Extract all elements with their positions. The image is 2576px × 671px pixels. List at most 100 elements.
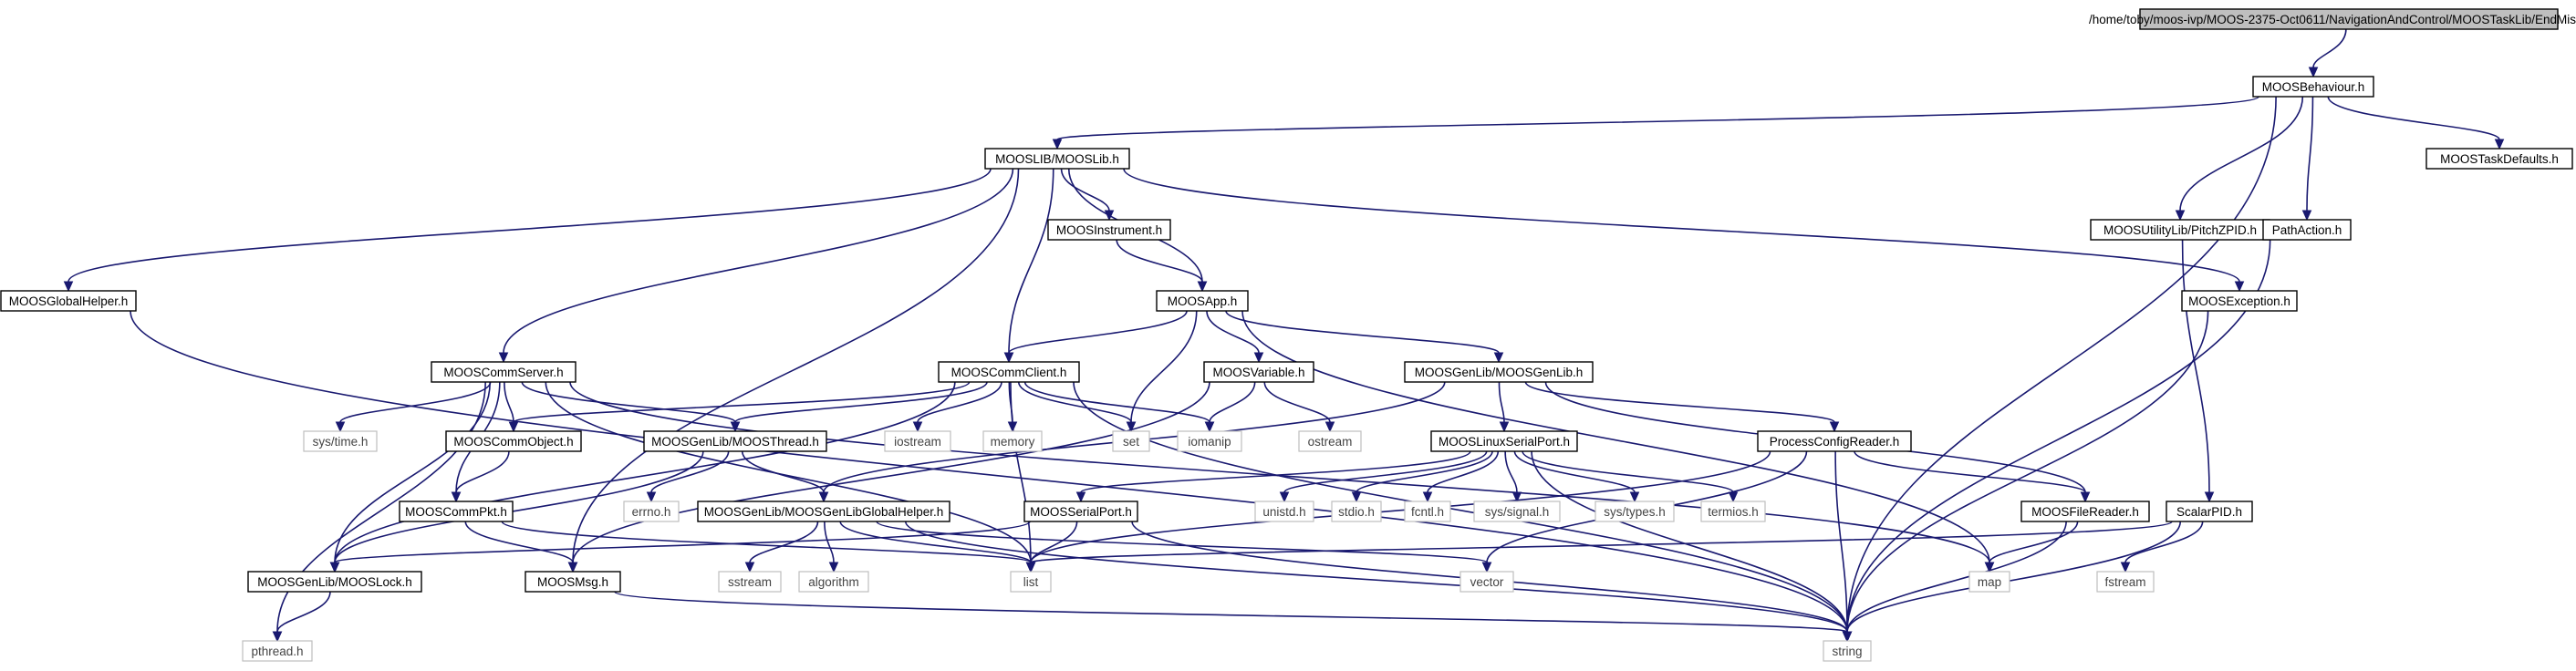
node-label: MOOSUtilityLib/PitchZPID.h <box>2103 223 2257 237</box>
edge-commpkt-to-msg <box>464 521 578 573</box>
node-taskdefaults[interactable]: MOOSTaskDefaults.h <box>2425 148 2573 170</box>
node-pathaction[interactable]: PathAction.h <box>2262 219 2352 241</box>
node-label: /home/toby/moos-ivp/MOOS-2375-Oct0611/Na… <box>2089 13 2576 26</box>
node-label: MOOSGlobalHelper.h <box>9 294 129 308</box>
node-label: memory <box>991 435 1035 449</box>
node-commpkt[interactable]: MOOSCommPkt.h <box>399 501 514 522</box>
node-label: MOOSCommPkt.h <box>405 505 507 519</box>
node-commclient[interactable]: MOOSCommClient.h <box>938 361 1080 383</box>
node-memory: memory <box>982 430 1043 452</box>
edge-linuxserial-to-syssignal <box>1504 450 1522 503</box>
node-label: MOOSCommServer.h <box>443 366 563 379</box>
edge-commserver-to-systime <box>335 381 492 433</box>
node-thread[interactable]: MOOSGenLib/MOOSThread.h <box>643 430 827 452</box>
node-label: ScalarPID.h <box>2176 505 2242 519</box>
edge-lock-to-pthread <box>272 591 331 643</box>
edge-behaviour-to-pitchzpid <box>2175 96 2304 222</box>
node-label: sys/types.h <box>1604 505 1666 519</box>
node-globalhelper[interactable]: MOOSGlobalHelper.h <box>0 290 137 312</box>
node-serialport[interactable]: MOOSSerialPort.h <box>1023 501 1138 522</box>
node-label: set <box>1123 435 1139 449</box>
edge-mooslib-to-commclient <box>1003 168 1054 364</box>
node-list: list <box>1010 571 1052 593</box>
node-label: MOOSLIB/MOOSLib.h <box>995 152 1119 166</box>
node-label: string <box>1832 645 1862 658</box>
node-label: MOOSGenLib/MOOSGenLib.h <box>1415 366 1584 379</box>
node-label: errno.h <box>632 505 671 519</box>
node-instrument[interactable]: MOOSInstrument.h <box>1047 219 1171 241</box>
node-label: map <box>1978 575 2001 589</box>
node-app[interactable]: MOOSApp.h <box>1156 290 1249 312</box>
edge-scalarpid-to-fstream <box>2120 521 2204 573</box>
edge-app-to-commclient <box>1003 310 1188 364</box>
node-label: MOOSVariable.h <box>1212 366 1304 379</box>
node-genlibhelper[interactable]: MOOSGenLib/MOOSGenLibGlobalHelper.h <box>697 501 950 522</box>
node-mooslib[interactable]: MOOSLIB/MOOSLib.h <box>984 148 1130 170</box>
edge-behaviour-to-taskdefaults <box>2327 96 2505 150</box>
edge-thread-to-genlibhelper <box>741 450 829 503</box>
node-pitchzpid[interactable]: MOOSUtilityLib/PitchZPID.h <box>2090 219 2270 241</box>
node-processconfig[interactable]: ProcessConfigReader.h <box>1757 430 1912 452</box>
node-label: fstream <box>2104 575 2145 589</box>
edge-commclient-to-commobject <box>508 381 971 433</box>
edge-instrument-to-app <box>1116 239 1208 293</box>
node-label: termios.h <box>1708 505 1759 519</box>
edge-linuxserial-to-serialport <box>1075 450 1471 503</box>
node-layer: /home/toby/moos-ivp/MOOS-2375-Oct0611/Na… <box>0 8 2576 662</box>
node-string: string <box>1823 640 1872 662</box>
edge-endmission-to-behaviour <box>2308 28 2347 78</box>
edge-linuxserial-to-stdio <box>1351 450 1493 503</box>
node-set: set <box>1112 430 1150 452</box>
node-systypes: sys/types.h <box>1594 501 1675 522</box>
node-label: MOOSMsg.h <box>537 575 608 589</box>
node-label: algorithm <box>808 575 859 589</box>
node-commobject[interactable]: MOOSCommObject.h <box>445 430 582 452</box>
edge-mooslib-to-commserver <box>498 168 1014 364</box>
node-errno: errno.h <box>623 501 680 522</box>
node-label: MOOSFileReader.h <box>2031 505 2139 519</box>
edge-mooslib-to-exception <box>1123 168 2245 293</box>
edge-filereader-to-map <box>1984 521 2079 573</box>
edge-genlibhelper-to-list <box>839 521 1036 573</box>
node-label: iostream <box>894 435 941 449</box>
edge-genlibhelper-to-algorithm <box>824 521 839 573</box>
node-behaviour[interactable]: MOOSBehaviour.h <box>2252 76 2374 98</box>
edge-commclient-to-thread <box>730 381 988 433</box>
edge-commserver-to-lock <box>329 381 491 573</box>
node-lock[interactable]: MOOSGenLib/MOOSLock.h <box>247 571 422 593</box>
node-map: map <box>1968 571 2010 593</box>
node-filereader[interactable]: MOOSFileReader.h <box>2020 501 2150 522</box>
edge-pitchzpid-to-scalarpid <box>2181 239 2215 503</box>
edge-linuxserial-to-fcntl <box>1422 450 1500 503</box>
node-termios: termios.h <box>1700 501 1766 522</box>
edge-app-to-variable <box>1206 310 1264 364</box>
node-label: ostream <box>1308 435 1353 449</box>
node-label: sys/time.h <box>313 435 369 449</box>
edge-commclient-to-iostream <box>912 381 1002 433</box>
node-label: MOOSInstrument.h <box>1056 223 1162 237</box>
edge-commclient-to-set <box>1017 381 1137 433</box>
node-label: MOOSException.h <box>2188 294 2290 308</box>
edge-mooslib-to-globalhelper <box>63 168 992 293</box>
node-genlib[interactable]: MOOSGenLib/MOOSGenLib.h <box>1404 361 1594 383</box>
node-label: PathAction.h <box>2272 223 2342 237</box>
node-msg[interactable]: MOOSMsg.h <box>525 571 621 593</box>
node-label: ProcessConfigReader.h <box>1770 435 1900 449</box>
node-endmission[interactable]: /home/toby/moos-ivp/MOOS-2375-Oct0611/Na… <box>2089 8 2576 30</box>
node-label: pthread.h <box>251 645 303 658</box>
node-scalarpid[interactable]: ScalarPID.h <box>2166 501 2253 522</box>
node-label: sstream <box>728 575 772 589</box>
edge-linuxserial-to-unistd <box>1279 450 1488 503</box>
node-commserver[interactable]: MOOSCommServer.h <box>431 361 576 383</box>
node-exception[interactable]: MOOSException.h <box>2181 290 2298 312</box>
node-variable[interactable]: MOOSVariable.h <box>1203 361 1314 383</box>
node-linuxserial[interactable]: MOOSLinuxSerialPort.h <box>1430 430 1578 452</box>
edge-genlib-to-processconfig <box>1524 381 1840 433</box>
edge-behaviour-to-pathaction <box>2301 96 2314 222</box>
node-vector: vector <box>1459 571 1514 593</box>
edge-processconfig-to-filereader <box>1854 450 2091 503</box>
edge-serialport-to-lock <box>329 521 1031 573</box>
edge-behaviour-to-string <box>1842 96 2277 643</box>
node-ostream: ostream <box>1298 430 1362 452</box>
